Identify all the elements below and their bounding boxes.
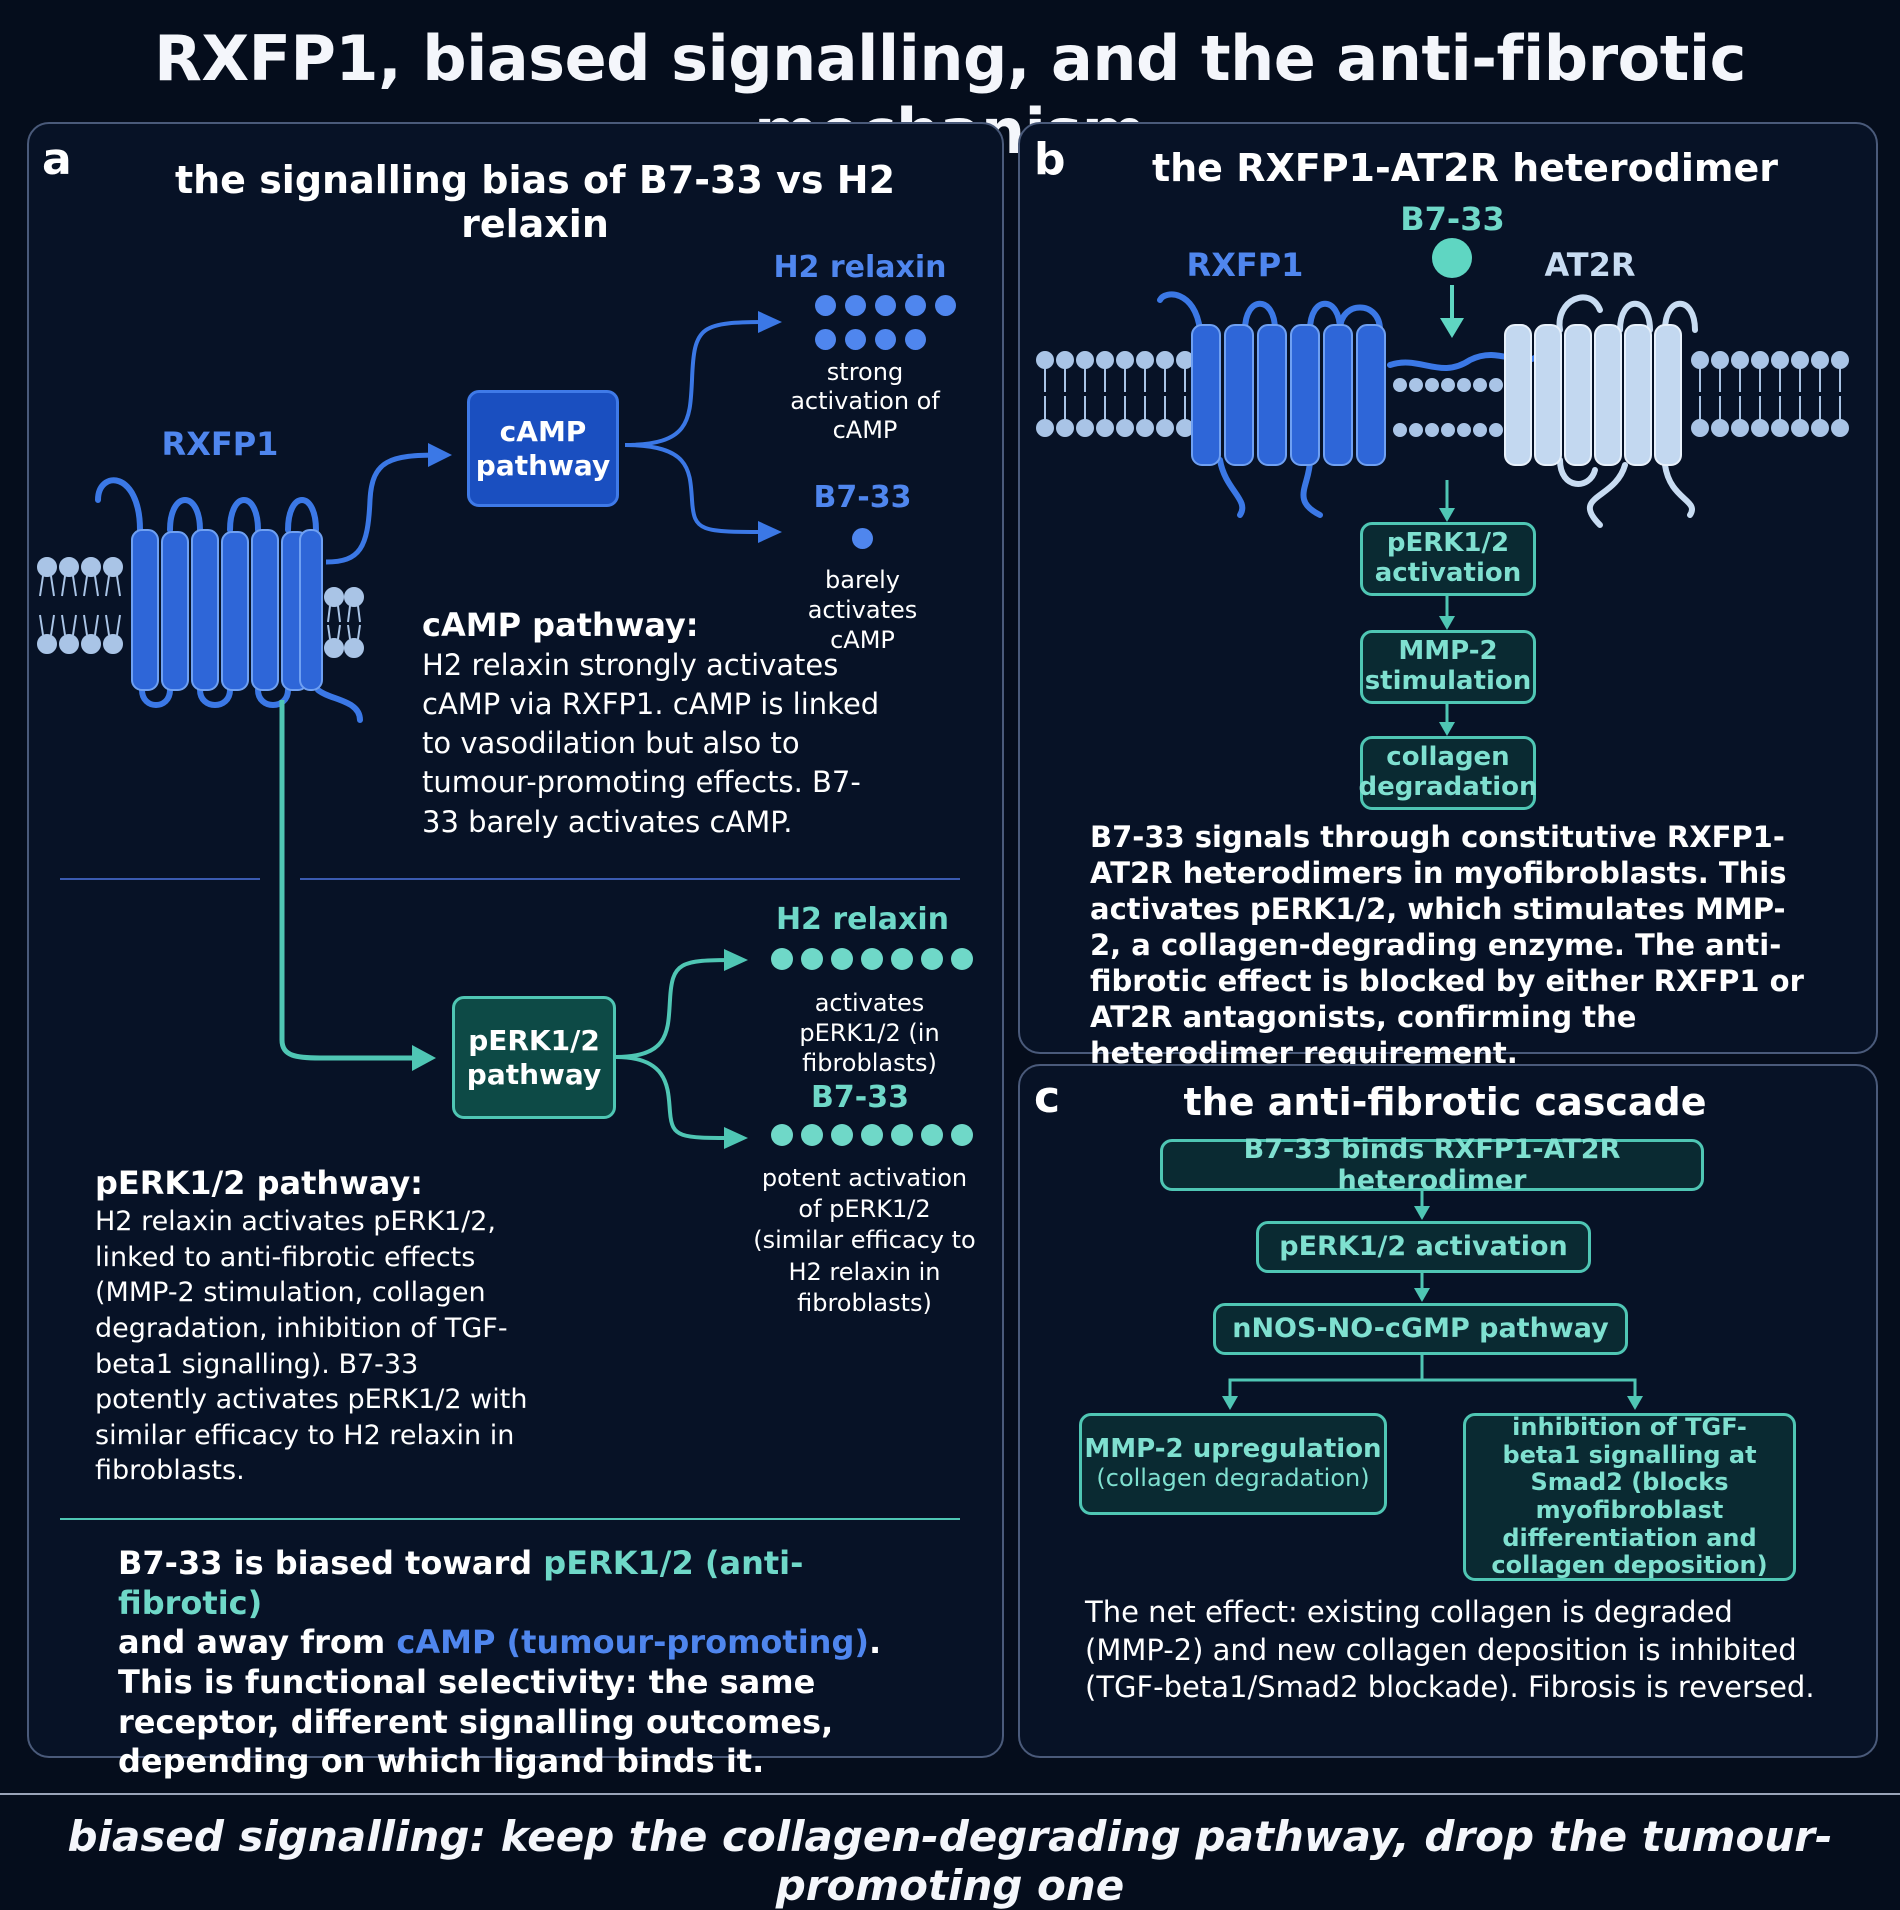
- perk-b733-label: B7-33: [811, 1080, 909, 1115]
- camp-h2-dot: [905, 295, 926, 316]
- camp-fork: [624, 320, 771, 534]
- collagen-degradation-box: collagen degradation: [1358, 736, 1538, 810]
- panel-b-text: B7-33 signals through constitutive RXFP1…: [1090, 820, 1804, 1070]
- cascade-step-nnos: nNOS-NO-cGMP pathway: [1213, 1303, 1628, 1355]
- camp-h2-dot: [815, 295, 836, 316]
- camp-h2-dot: [905, 329, 926, 350]
- perk-h2-dot: [771, 948, 793, 970]
- cascade-branch-tgfb: inhibition of TGF-beta1 signalling at Sm…: [1463, 1413, 1796, 1581]
- camp-h2-dot: [935, 295, 956, 316]
- cascade-branch-mmp2: MMP-2 upregulation (collagen degradation…: [1079, 1413, 1387, 1515]
- perk-b733-dot: [801, 1124, 823, 1146]
- camp-pathway-box: cAMP pathway: [467, 390, 619, 507]
- camp-arrowhead: [428, 443, 452, 467]
- perk-b733-dot: [831, 1124, 853, 1146]
- summary-text-3: .: [868, 1623, 882, 1662]
- camp-b733-desc: barely activates cAMP: [807, 566, 918, 654]
- at2r-label: AT2R: [1544, 246, 1636, 284]
- footer-divider: [0, 1793, 1900, 1795]
- camp-h2-desc: strong activation of cAMP: [790, 358, 940, 444]
- at2r-loops: [1556, 294, 1698, 528]
- camp-h2-dot: [845, 295, 866, 316]
- perk-h2-dot: [891, 948, 913, 970]
- camp-h2-label: H2 relaxin: [773, 250, 947, 285]
- rxfp1-label-b: RXFP1: [1186, 246, 1304, 284]
- cascade-step-perk: pERK1/2 activation: [1256, 1221, 1591, 1273]
- summary-text-1: B7-33 is biased toward: [118, 1544, 544, 1582]
- summary-perk: pERK1/2 (anti-fibrotic): [118, 1544, 804, 1622]
- cascade-step-bind: B7-33 binds RXFP1-AT2R heterodimer: [1160, 1134, 1704, 1196]
- perk-arrow: [279, 700, 420, 1061]
- perk-b733-dot: [891, 1124, 913, 1146]
- perk-b733-dot: [921, 1124, 943, 1146]
- summary-camp: cAMP (tumour-promoting): [396, 1623, 869, 1662]
- perk-h2-dot: [831, 948, 853, 970]
- camp-h2-dot: [815, 329, 836, 350]
- membrane-lipids-b: [1036, 351, 1849, 437]
- perk-h2-desc: activates pERK1/2 (in fibroblasts): [799, 989, 940, 1077]
- rxfp1-label-a: RXFP1: [161, 425, 279, 463]
- b733-label-b: B7-33: [1400, 200, 1505, 238]
- camp-arrow: [325, 452, 441, 565]
- perk-pathway-box: pERK1/2 pathway: [452, 996, 616, 1119]
- panel-a-summary: B7-33 is biased toward pERK1/2 (anti-fib…: [118, 1544, 938, 1782]
- mmp2-stimulation-box: MMP-2 stimulation: [1360, 630, 1536, 704]
- perk-b733-dot: [951, 1124, 973, 1146]
- mmp2-upregulation-sub: (collagen degradation): [1096, 1464, 1370, 1493]
- rxfp1-helices: [131, 529, 323, 691]
- membrane-tails-b: [1044, 368, 1841, 420]
- membrane-lipids-right: [324, 587, 364, 658]
- perk-h2-dot: [921, 948, 943, 970]
- perk-h2-dot: [861, 948, 883, 970]
- perk-b733-dot: [861, 1124, 883, 1146]
- camp-text: H2 relaxin strongly activates cAMP via R…: [422, 648, 880, 839]
- perk-activation-box-b: pERK1/2 activation: [1360, 522, 1536, 596]
- panel-b-letter: b: [1034, 134, 1066, 185]
- camp-h2-dot: [875, 329, 896, 350]
- camp-h2-dot: [845, 329, 866, 350]
- camp-h2-dot: [875, 295, 896, 316]
- panel-c-text: The net effect: existing collagen is deg…: [1085, 1595, 1815, 1705]
- perk-b733-desc: potent activation of pERK1/2 (similar ef…: [753, 1164, 976, 1317]
- rxfp1-loops: [95, 477, 363, 723]
- mmp2-upregulation-label: MMP-2 upregulation: [1084, 1434, 1382, 1465]
- perk-h2-dot: [951, 948, 973, 970]
- panel-a-title: the signalling bias of B7-33 vs H2 relax…: [174, 158, 896, 246]
- perk-h2-label: H2 relaxin: [775, 902, 950, 937]
- membrane-lipids-left: [37, 557, 123, 654]
- panel-b-title: the RXFP1-AT2R heterodimer: [1151, 146, 1779, 190]
- rxfp1-helices-b: [1191, 324, 1386, 466]
- perk-h2-dot: [801, 948, 823, 970]
- camp-b733-dot: [852, 528, 873, 549]
- panel-c-letter: c: [1034, 1072, 1061, 1123]
- panel-c-title: the anti-fibrotic cascade: [1183, 1080, 1707, 1124]
- perk-heading: pERK1/2 pathway:: [95, 1164, 423, 1202]
- perk-fork: [615, 958, 736, 1140]
- perk-arrowhead: [412, 1045, 436, 1071]
- footer-caption: biased signalling: keep the collagen-deg…: [67, 1812, 1833, 1910]
- summary-text-2: and away from: [118, 1623, 397, 1662]
- perk-text: H2 relaxin activates pERK1/2, linked to …: [95, 1206, 528, 1487]
- b733-ligand-icon: [1432, 238, 1472, 278]
- summary-text-4: This is functional selectivity: the same…: [118, 1663, 834, 1781]
- camp-heading: cAMP pathway:: [422, 606, 699, 644]
- perk-b733-dot: [771, 1124, 793, 1146]
- at2r-helices: [1504, 324, 1682, 466]
- camp-b733-label: B7-33: [813, 480, 912, 515]
- panel-a-letter: a: [42, 134, 72, 185]
